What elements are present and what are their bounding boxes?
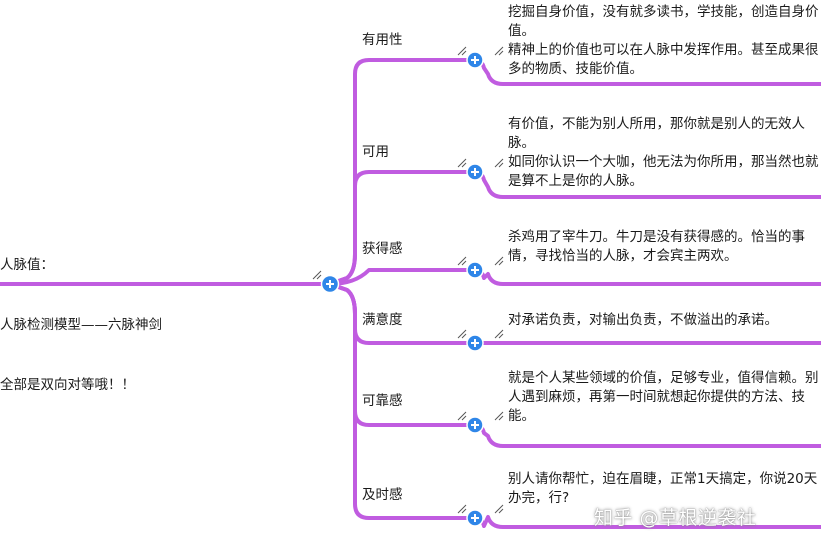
leaf-note-gain[interactable]: 杀鸡用了宰牛刀。牛刀是没有获得感的。恰当的事情，寻找恰当的人脉，才会宾主两欢。 xyxy=(508,228,821,266)
note-text: 如同你认识一个大咖，他无法为你所用，那当然也就是算不上是你的人脉。 xyxy=(508,154,819,189)
resize-handle-icon[interactable] xyxy=(457,256,467,266)
resize-handle-icon[interactable] xyxy=(457,504,467,514)
leaf-note-timeliness[interactable]: 别人请你帮忙，迫在眉睫，正常1天搞定，你说20天办完，行? xyxy=(508,470,821,508)
note-text: 杀鸡用了宰牛刀。牛刀是没有获得感的。恰当的事情，寻找恰当的人脉，才会宾主两欢。 xyxy=(508,229,805,264)
expand-plus-icon[interactable] xyxy=(466,334,484,352)
watermark: 知乎 @草根逆袭社 xyxy=(594,507,757,529)
resize-handle-icon[interactable] xyxy=(494,504,504,514)
branch-label-usable[interactable]: 可用 xyxy=(362,144,389,160)
branch-label-reliability[interactable]: 可靠感 xyxy=(362,393,403,409)
note-text: 有价值，不能为别人所用，那你就是别人的无效人脉。 xyxy=(508,116,805,151)
resize-handle-icon[interactable] xyxy=(312,270,322,280)
branch-connector-timeliness xyxy=(328,282,470,520)
leaf-note-usefulness[interactable]: 挖掘自身价值，没有就多读书，学技能，创造自身价值。 精神上的价值也可以在人脉中发… xyxy=(508,3,821,79)
leaf-note-reliability[interactable]: 就是个人某些领域的价值，足够专业，值得信赖。别人遇到麻烦，再第一时间就想起你提供… xyxy=(508,369,821,426)
branch-label-timeliness[interactable]: 及时感 xyxy=(362,487,403,503)
resize-handle-icon[interactable] xyxy=(457,411,467,421)
resize-handle-icon[interactable] xyxy=(457,158,467,168)
resize-handle-icon[interactable] xyxy=(494,256,504,266)
note-text: 挖掘自身价值，没有就多读书，学技能，创造自身价值。 xyxy=(508,4,819,39)
expand-plus-icon[interactable] xyxy=(320,274,340,294)
expand-plus-icon[interactable] xyxy=(466,51,484,69)
expand-plus-icon[interactable] xyxy=(466,163,484,181)
branch-label-usefulness[interactable]: 有用性 xyxy=(362,32,403,48)
note-text: 就是个人某些领域的价值，足够专业，值得信赖。别人遇到麻烦，再第一时间就想起你提供… xyxy=(508,370,819,424)
branch-label-gain[interactable]: 获得感 xyxy=(362,241,403,257)
resize-handle-icon[interactable] xyxy=(457,329,467,339)
expand-plus-icon[interactable] xyxy=(466,416,484,434)
resize-handle-icon[interactable] xyxy=(457,46,467,56)
resize-handle-icon[interactable] xyxy=(494,411,504,421)
leaf-connector-gain xyxy=(473,268,821,286)
resize-handles xyxy=(312,46,504,514)
expand-plus-icon[interactable] xyxy=(466,261,484,279)
root-line-2: 人脉检测模型——六脉神剑 xyxy=(0,317,162,333)
expand-plus-icon[interactable] xyxy=(466,509,484,527)
branch-connector-usable xyxy=(328,170,470,286)
root-node-text: 人脉值： 人脉检测模型——六脉神剑 全部是双向对等哦！！ xyxy=(0,215,162,415)
note-text: 对承诺负责，对输出负责，不做溢出的承诺。 xyxy=(508,312,778,328)
branch-label-satisfaction[interactable]: 满意度 xyxy=(362,312,403,328)
note-text: 别人请你帮忙，迫在眉睫，正常1天搞定，你说20天办完，行? xyxy=(508,471,818,506)
root-line-3: 全部是双向对等哦！！ xyxy=(0,377,135,393)
expand-buttons xyxy=(320,51,484,527)
resize-handle-icon[interactable] xyxy=(494,46,504,56)
note-text: 精神上的价值也可以在人脉中发挥作用。甚至成果很多的物质、技能价值。 xyxy=(508,42,819,77)
root-line-1: 人脉值： xyxy=(0,257,54,273)
leaf-note-satisfaction[interactable]: 对承诺负责，对输出负责，不做溢出的承诺。 xyxy=(508,311,821,330)
leaf-note-usable[interactable]: 有价值，不能为别人所用，那你就是别人的无效人脉。 如同你认识一个大咖，他无法为你… xyxy=(508,115,821,191)
resize-handle-icon[interactable] xyxy=(494,329,504,339)
resize-handle-icon[interactable] xyxy=(494,158,504,168)
leaf-connector-reliability xyxy=(473,423,821,448)
